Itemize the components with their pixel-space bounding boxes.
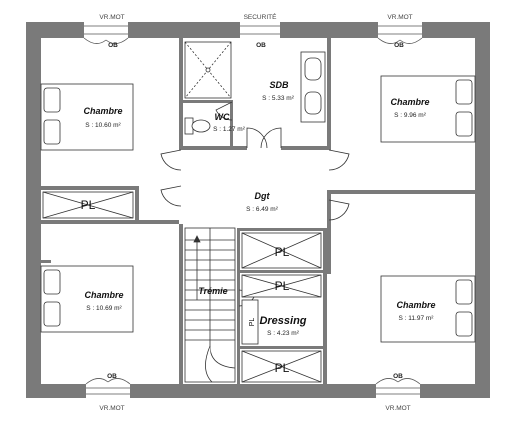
pl-center-2-label: PL [275,279,290,293]
ob-bottom-left-label: OB [107,373,117,380]
interior-walls [41,38,475,384]
pl-center-3-label: PL [275,361,290,375]
closet-center-1 [241,232,322,269]
securite-label: SECURITÉ [244,12,278,21]
closet-dressing-side [241,299,259,345]
shower-tray [184,41,232,99]
vr-mot-bottom-left-label: VR.MOT [99,405,124,412]
vr-mot-top-right-label: VR.MOT [387,14,412,21]
dressing-name: Dressing [259,315,306,327]
vr-mot-bottom-right-label: VR.MOT [385,405,410,412]
chambre-bottom-left-name: Chambre [84,290,123,300]
bed-bottom-left [40,265,134,333]
dressing-area: S : 4.23 m² [267,330,300,337]
closet-center-2 [241,274,322,298]
pl-left-label: PL [81,198,96,212]
toilet [184,117,211,135]
sdb-area: S : 5.33 m² [262,95,295,102]
window-opening-top-center [240,22,280,38]
dgt-name: Dgt [255,191,271,201]
chambre-top-right-name: Chambre [390,97,429,107]
ob-top-right-label: OB [394,42,404,49]
ob-top-left-label: OB [108,42,118,49]
window-opening-bottom-left [86,384,130,398]
pl-dressing-side-label: PL [249,318,256,327]
wc-name: WC [215,112,230,122]
double-sink [300,51,326,123]
sdb-name: SDB [269,80,289,90]
dgt-area: S : 6.49 m² [246,206,279,213]
chambre-bottom-right-name: Chambre [396,300,435,310]
bed-top-left [40,83,134,151]
chambre-bottom-left-area: S : 10.69 m² [86,305,122,312]
closet-left [42,191,134,219]
chambre-bottom-right-area: S : 11.97 m² [399,315,435,322]
vr-mot-top-left-label: VR.MOT [99,14,124,21]
staircase [184,227,236,383]
window-opening-top-right [378,22,422,38]
window-opening-top-left [84,22,128,38]
window-opening-bottom-right [376,384,420,398]
tremie-name: Trémie [198,286,227,296]
pl-center-1-label: PL [275,245,290,259]
closet-center-3 [241,350,322,383]
ob-bottom-right-label: OB [393,373,403,380]
chambre-top-left-area: S : 10.60 m² [85,122,121,129]
bed-bottom-right [380,275,476,343]
bed-top-right [380,75,476,143]
chambre-top-left-name: Chambre [83,106,122,116]
wc-area: S : 1.27 m² [213,126,246,133]
ob-top-center-label: OB [256,42,266,49]
chambre-top-right-area: S : 9.96 m² [394,112,427,119]
